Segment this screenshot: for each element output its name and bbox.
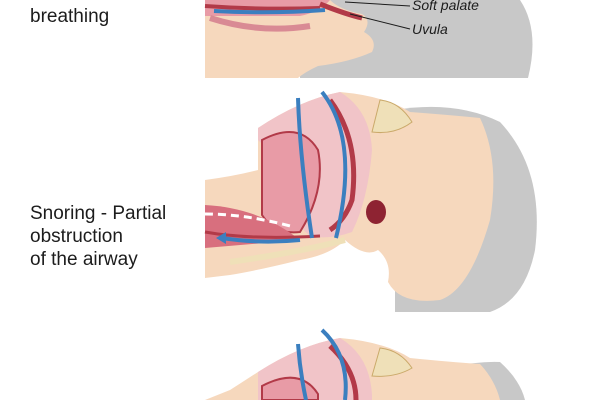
soft-palate-pointer xyxy=(344,1,411,7)
uvula-pointer xyxy=(349,13,411,30)
panel-2-airflow-3 xyxy=(221,236,301,244)
panel-3-airflow-2 xyxy=(320,328,348,400)
panel-3-head xyxy=(205,328,525,400)
panel-2-airflow-arrowhead xyxy=(216,232,226,244)
panel-2-caption-line: obstruction xyxy=(30,226,123,247)
panel-1-caption-line: breathing xyxy=(30,6,110,27)
panel-2-forehead-bone xyxy=(371,99,413,133)
panel-2-jaw xyxy=(229,237,346,265)
panel-1-caption: breathing xyxy=(30,5,109,28)
panel-2-caption-line: of the airway xyxy=(30,249,138,270)
uvula-label: Uvula xyxy=(412,21,448,37)
panel-1-soft-palate xyxy=(319,1,363,21)
panel-2-caption: Snoring - Partial obstruction of the air… xyxy=(30,202,166,271)
panel-3-forehead-bone xyxy=(371,347,413,377)
panel-1-face xyxy=(205,0,374,78)
panel-2-airflow-2 xyxy=(320,90,348,239)
panel-1-head xyxy=(204,0,533,78)
panel-1-tongue xyxy=(209,15,311,32)
panel-2-caption-line: Snoring - Partial xyxy=(30,203,167,224)
panel-2-airway-wall xyxy=(204,230,321,239)
panel-2-nostril xyxy=(366,200,386,224)
panel-1-airway-wall xyxy=(204,4,321,11)
panel-2-trachea xyxy=(204,212,291,228)
panel-2-airflow-1 xyxy=(296,97,314,239)
panel-3-airflow-1 xyxy=(296,343,308,400)
soft-palate-label: Soft palate xyxy=(412,0,479,13)
panel-3-soft-palate xyxy=(328,344,359,400)
panel-2-head xyxy=(204,90,537,312)
panel-1-airflow xyxy=(213,8,326,15)
